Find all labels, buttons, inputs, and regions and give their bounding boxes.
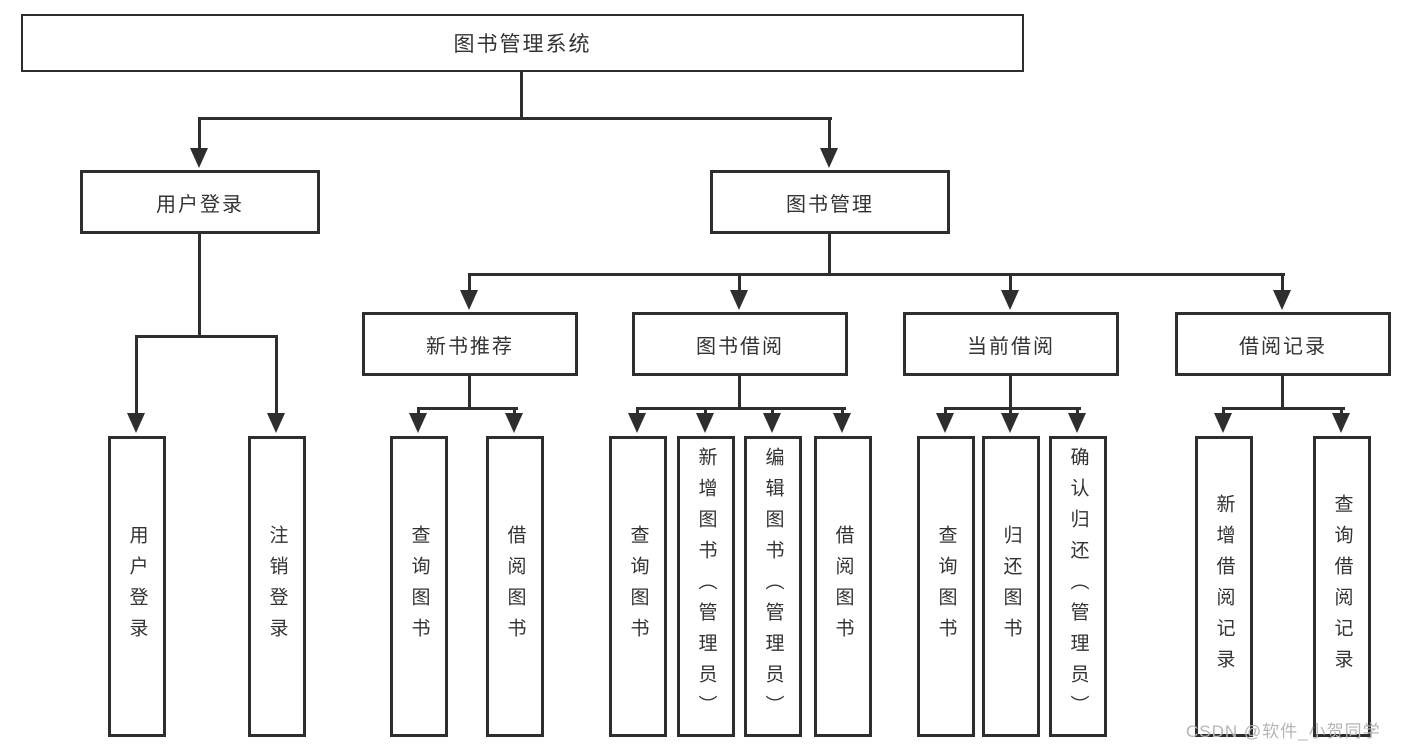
- leaf-label: 查询图书: [627, 524, 649, 649]
- connector-user-login-rail: [135, 335, 278, 338]
- leaf-label: 借阅图书: [832, 524, 854, 649]
- arrow-to-leaf-logout: [267, 335, 285, 433]
- connector-new-book-rail: [417, 407, 518, 410]
- leaf-query-borrow-record: 查询借阅记录: [1313, 436, 1371, 737]
- node-new-book-recommend: 新书推荐: [362, 312, 578, 376]
- node-user-login: 用户登录: [80, 170, 320, 234]
- arrow-to-user-login: [190, 118, 208, 168]
- arrow-to-book-management: [820, 118, 838, 168]
- arrow-to-leaf-bb-edit: [763, 407, 781, 433]
- arrow-to-leaf-user-login: [127, 335, 145, 433]
- leaf-label: 查询图书: [935, 524, 957, 649]
- connector-book-borrow-stem: [738, 375, 741, 409]
- node-book-management: 图书管理: [710, 170, 950, 234]
- leaf-borrow-books: 借阅图书: [814, 436, 872, 737]
- node-library-management-system: 图书管理系统: [21, 14, 1024, 72]
- arrow-to-leaf-bb-query: [628, 407, 646, 433]
- arrow-to-leaf-nbr-borrow: [505, 407, 523, 433]
- leaf-confirm-return-admin: 确认归还（管理员）: [1049, 436, 1107, 737]
- leaf-label: 用户登录: [126, 524, 148, 649]
- node-book-borrowing: 图书借阅: [632, 312, 848, 376]
- leaf-return-books: 归还图书: [982, 436, 1040, 737]
- leaf-user-login: 用户登录: [108, 436, 166, 737]
- node-current-borrowing: 当前借阅: [903, 312, 1119, 376]
- connector-user-login-stem: [198, 233, 201, 337]
- connector-book-borrow-rail: [636, 407, 846, 410]
- connector-current-borrow-rail: [944, 407, 1081, 410]
- leaf-add-books-admin: 新增图书（管理员）: [677, 436, 735, 737]
- csdn-watermark: CSDN @软件_小贺同学: [1186, 722, 1381, 741]
- connector-book-mgmt-rail: [468, 273, 1285, 276]
- arrow-to-leaf-bb-borrow: [833, 407, 851, 433]
- connector-current-borrow-stem: [1009, 375, 1012, 409]
- connector-borrow-records-stem: [1281, 375, 1284, 409]
- arrow-to-new-book-recommend: [460, 273, 478, 310]
- arrow-to-leaf-nbr-query: [409, 407, 427, 433]
- leaf-label: 查询图书: [408, 524, 430, 649]
- leaf-query-books-current: 查询图书: [917, 436, 975, 737]
- arrow-to-leaf-cb-return: [1001, 407, 1019, 433]
- arrow-to-leaf-bb-add: [696, 407, 714, 433]
- leaf-edit-books-admin: 编辑图书（管理员）: [744, 436, 802, 737]
- connector-borrow-records-rail: [1222, 407, 1345, 410]
- leaf-label: 新增图书（管理员）: [695, 447, 717, 726]
- leaf-label: 注销登录: [266, 524, 288, 649]
- leaf-label: 查询借阅记录: [1331, 493, 1353, 680]
- arrow-to-leaf-cb-query: [936, 407, 954, 433]
- leaf-label: 确认归还（管理员）: [1067, 447, 1089, 726]
- arrow-to-current-borrowing: [1001, 273, 1019, 310]
- leaf-label: 借阅图书: [504, 524, 526, 649]
- leaf-query-books-borrowing: 查询图书: [609, 436, 667, 737]
- leaf-label: 编辑图书（管理员）: [762, 447, 784, 726]
- leaf-label: 新增借阅记录: [1213, 493, 1235, 680]
- arrow-to-book-borrowing: [730, 273, 748, 310]
- node-borrowing-records: 借阅记录: [1175, 312, 1391, 376]
- connector-book-mgmt-stem: [828, 233, 831, 275]
- leaf-label: 归还图书: [1000, 524, 1022, 649]
- connector-new-book-stem: [468, 375, 471, 409]
- arrow-to-leaf-cb-confirm: [1068, 407, 1086, 433]
- leaf-query-books-recommend: 查询图书: [390, 436, 448, 737]
- leaf-add-borrow-record: 新增借阅记录: [1195, 436, 1253, 737]
- connector-root-rail: [198, 117, 832, 120]
- arrow-to-leaf-br-add: [1214, 407, 1232, 433]
- leaf-borrow-books-recommend: 借阅图书: [486, 436, 544, 737]
- arrow-to-borrowing-records: [1273, 273, 1291, 310]
- connector-root-stem: [520, 72, 523, 118]
- leaf-logout: 注销登录: [248, 436, 306, 737]
- arrow-to-leaf-br-query: [1332, 407, 1350, 433]
